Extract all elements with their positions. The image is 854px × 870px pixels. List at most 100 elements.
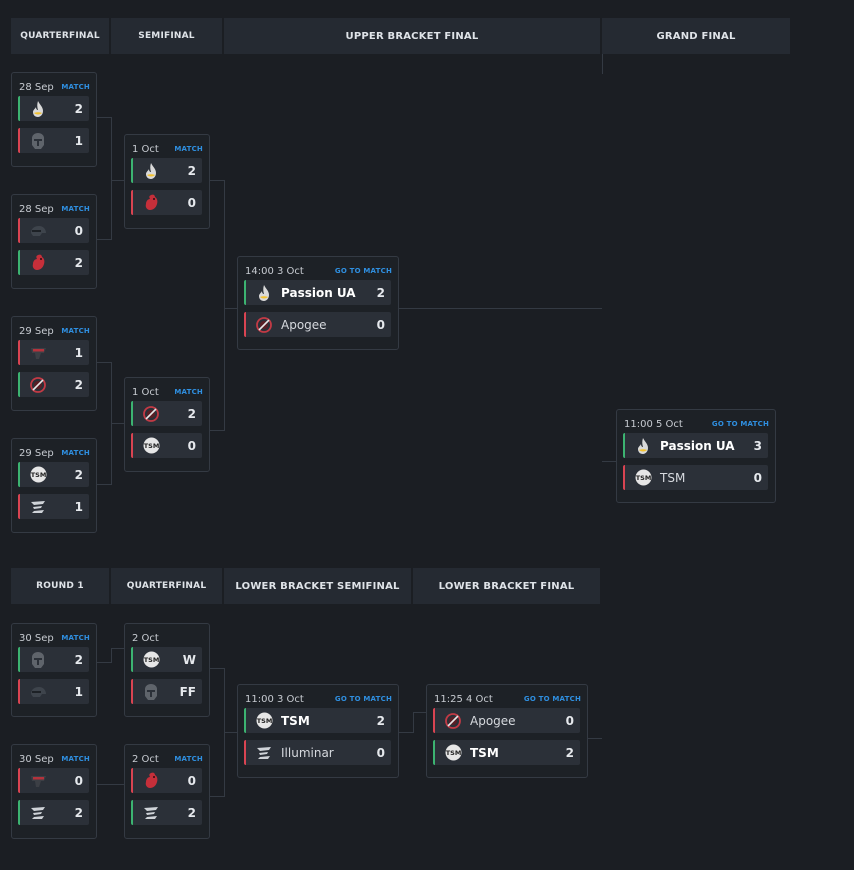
match-card[interactable]: 28 Sep MATCH 0 2 <box>11 194 97 289</box>
team-score: 3 <box>753 438 762 453</box>
team-cap-logo-icon <box>29 222 47 240</box>
team-knight-logo-icon <box>29 651 47 669</box>
header-upper-bracket-final: UPPER BRACKET FINAL <box>224 18 600 54</box>
go-to-match-link[interactable]: GO TO MATCH <box>523 695 581 703</box>
go-to-match-link[interactable]: MATCH <box>174 388 203 396</box>
go-to-match-link[interactable]: MATCH <box>61 327 90 335</box>
team-row[interactable]: 2 <box>131 401 202 426</box>
team-row[interactable]: 2 <box>131 158 202 183</box>
column-divider <box>602 54 603 74</box>
team-row[interactable]: 2 <box>18 250 89 275</box>
go-to-match-link[interactable]: MATCH <box>61 755 90 763</box>
passion-ua-logo-icon <box>29 100 47 118</box>
team-row[interactable]: 2 <box>18 800 89 825</box>
team-score: 2 <box>565 745 574 760</box>
team-name: Illuminar <box>281 745 334 760</box>
connector <box>399 308 602 309</box>
tsm-logo-icon: TSM <box>142 437 160 455</box>
go-to-match-link[interactable]: GO TO MATCH <box>334 267 392 275</box>
team-score: 2 <box>376 285 385 300</box>
team-row[interactable]: 1 <box>18 128 89 153</box>
illuminar-logo-icon <box>29 498 47 516</box>
team-row[interactable]: 0 <box>131 190 202 215</box>
go-to-match-link[interactable]: MATCH <box>174 755 203 763</box>
team-score: 2 <box>187 163 196 178</box>
team-row[interactable]: 0 <box>131 768 202 793</box>
apogee-logo-icon <box>29 376 47 394</box>
match-card-header: 29 Sep MATCH <box>19 446 90 460</box>
go-to-match-link[interactable]: MATCH <box>174 145 203 153</box>
team-row[interactable]: 1 <box>18 679 89 704</box>
team-name: Passion UA <box>660 438 735 453</box>
team-row[interactable]: 2 <box>18 96 89 121</box>
team-row[interactable]: Passion UA 3 <box>623 433 768 458</box>
apogee-logo-icon <box>444 712 462 730</box>
team-row[interactable]: 1 <box>18 494 89 519</box>
connector <box>97 362 111 363</box>
go-to-match-link[interactable]: MATCH <box>61 205 90 213</box>
match-date: 29 Sep <box>19 447 54 459</box>
header-upper-quarterfinal: QUARTERFINAL <box>11 18 109 54</box>
go-to-match-link[interactable]: MATCH <box>61 449 90 457</box>
team-row[interactable]: Illuminar 0 <box>244 740 391 765</box>
go-to-match-link[interactable]: GO TO MATCH <box>334 695 392 703</box>
match-date: 11:25 4 Oct <box>434 693 493 705</box>
team-score: 0 <box>565 713 574 728</box>
go-to-match-link[interactable]: MATCH <box>61 634 90 642</box>
team-row[interactable]: 1 <box>18 340 89 365</box>
team-score: 2 <box>74 805 83 820</box>
team-row[interactable]: 0 <box>18 768 89 793</box>
team-score: 0 <box>376 745 385 760</box>
team-row[interactable]: FF <box>131 679 202 704</box>
header-upper-semifinal: SEMIFINAL <box>111 18 222 54</box>
team-score: 1 <box>74 499 83 514</box>
match-date: 30 Sep <box>19 632 54 644</box>
team-score: 0 <box>376 317 385 332</box>
team-bandit-logo-icon <box>29 344 47 362</box>
team-score: 1 <box>74 684 83 699</box>
go-to-match-link[interactable]: GO TO MATCH <box>711 420 769 428</box>
team-row[interactable]: 2 <box>18 372 89 397</box>
go-to-match-link[interactable]: MATCH <box>61 83 90 91</box>
team-row[interactable]: 0 <box>18 218 89 243</box>
svg-text:TSM: TSM <box>445 749 461 757</box>
connector <box>602 461 616 462</box>
team-score: 1 <box>74 345 83 360</box>
match-card[interactable]: 30 Sep MATCH 2 1 <box>11 623 97 717</box>
connector <box>97 117 111 118</box>
connector <box>111 648 112 663</box>
match-date: 28 Sep <box>19 203 54 215</box>
team-score: 2 <box>74 255 83 270</box>
connector <box>210 796 224 797</box>
team-row[interactable]: 2 <box>131 800 202 825</box>
team-row[interactable]: 2 <box>18 647 89 672</box>
team-rooster-logo-icon <box>142 772 160 790</box>
connector <box>399 732 413 733</box>
team-knight-logo-icon <box>142 683 160 701</box>
